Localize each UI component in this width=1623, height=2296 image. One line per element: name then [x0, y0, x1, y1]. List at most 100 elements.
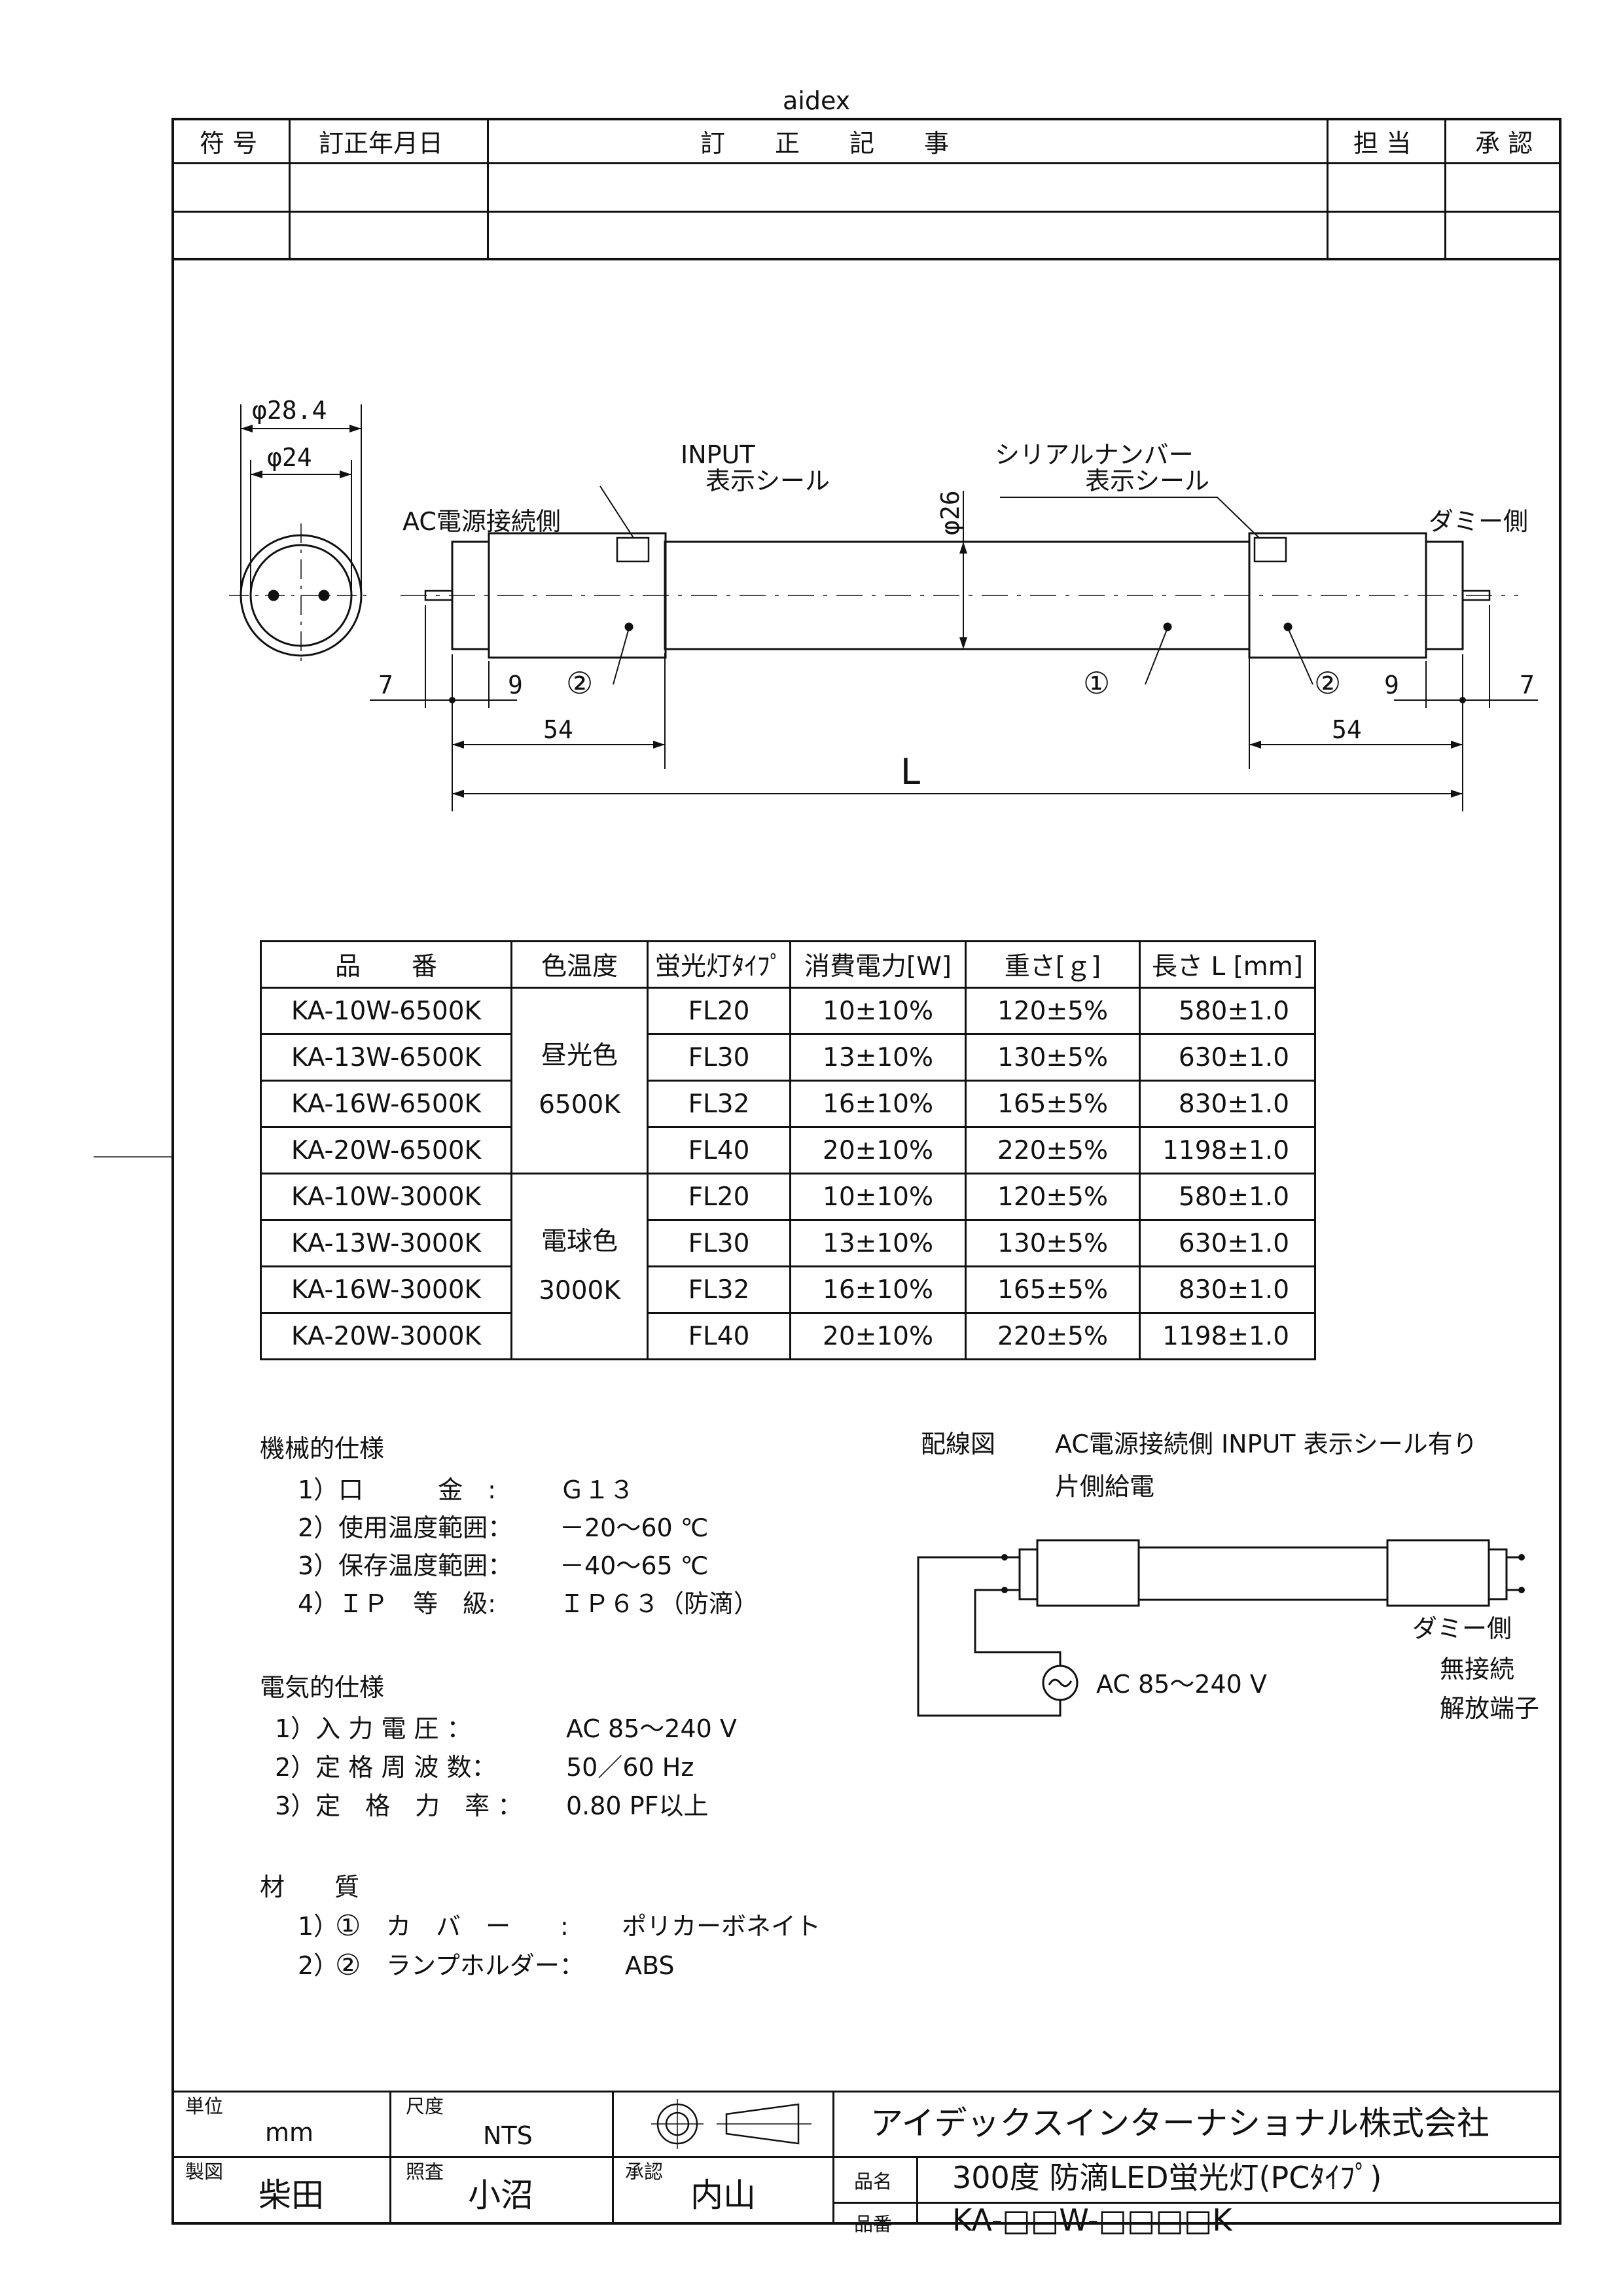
- color-name: 電球色: [541, 1227, 618, 1257]
- drawn-value: 柴田: [259, 2176, 324, 2214]
- elec-item-value: AC 85～240 V: [566, 1714, 737, 1743]
- dim-7-right: 7: [1520, 671, 1535, 699]
- serial-seal: [1253, 537, 1287, 563]
- cell-part-number: KA-10W-3000K: [260, 1173, 512, 1221]
- cell-length: 1198±1.0: [1139, 1126, 1317, 1174]
- label-ac-side: AC電源接続側: [402, 507, 561, 536]
- wiring-left-holder: [1036, 1539, 1140, 1607]
- wiring-note-2: 片側給電: [1055, 1472, 1155, 1501]
- th-color-temp: 色温度: [510, 940, 649, 989]
- mech-item-value: Ｇ１３: [560, 1475, 635, 1504]
- mech-item-label: 2）使用温度範囲：: [298, 1513, 513, 1542]
- label-serial-1: シリアルナンバー: [995, 440, 1194, 469]
- cell-lamp-type: FL20: [646, 987, 792, 1035]
- th-lamp-type: 蛍光灯ﾀｲﾌﾟ: [646, 940, 792, 989]
- mech-item-label: 3）保存温度範囲：: [298, 1551, 513, 1580]
- part-label-2-right: ②: [1314, 665, 1341, 701]
- dim-length-L: L: [901, 751, 920, 792]
- cell-part-number: KA-16W-3000K: [260, 1265, 512, 1314]
- material-value: ポリカーボネイト: [622, 1912, 821, 1941]
- cell-part-number: KA-13W-3000K: [260, 1219, 512, 1267]
- cell-weight: 220±5%: [965, 1312, 1141, 1360]
- unit-value: mm: [265, 2118, 314, 2147]
- electrical-title: 電気的仕様: [260, 1673, 385, 1702]
- dim-9-left: 9: [508, 671, 523, 699]
- material-circle: ②: [335, 1949, 361, 1982]
- cell-power: 16±10%: [789, 1265, 967, 1314]
- wiring-right-holder: [1386, 1539, 1490, 1607]
- material-title: 材 質: [260, 1873, 360, 1901]
- table-row: KA-16W-6500K FL32 16±10% 165±5% 830±1.0: [260, 1080, 1317, 1128]
- material-value: ABS: [625, 1951, 675, 1980]
- product-name-label: 品名: [854, 2170, 893, 2193]
- label-dummy-side: ダミー側: [1429, 507, 1528, 536]
- cell-weight: 120±5%: [965, 987, 1141, 1035]
- cell-power: 10±10%: [789, 987, 967, 1035]
- th-weight: 重さ[ｇ]: [965, 940, 1141, 989]
- elec-item-label: 3）定 格 力 率 ：: [275, 1792, 523, 1820]
- color-name: 昼光色: [541, 1041, 618, 1071]
- product-name-value: 300度 防滴LED蛍光灯(PCﾀｲﾌﾟ): [952, 2160, 1382, 2195]
- margin-mark: [94, 1156, 171, 1157]
- wiring-note-1: AC電源接続側 INPUT 表示シール有り: [1055, 1430, 1478, 1458]
- cell-color-temp-6500: 昼光色 6500K: [510, 987, 649, 1174]
- label-input-2: 表示シール: [705, 467, 830, 495]
- cell-part-number: KA-20W-6500K: [260, 1126, 512, 1174]
- dim-outer-diameter: φ28.4: [252, 396, 327, 425]
- mech-item-value: ＩＰ６３（防滴）: [560, 1589, 759, 1618]
- checked-label: 照査: [406, 2161, 444, 2183]
- table-row: KA-10W-6500K 昼光色 6500K FL20 10±10% 120±5…: [260, 987, 1317, 1174]
- mech-item-label: 4）ＩＰ 等 級:: [298, 1589, 496, 1618]
- material-num: 2）: [298, 1951, 339, 1980]
- cell-weight: 120±5%: [965, 1173, 1141, 1221]
- material-label: ランプホルダー：: [386, 1951, 584, 1980]
- cell-length: 1198±1.0: [1139, 1312, 1317, 1360]
- cell-length: 830±1.0: [1139, 1080, 1317, 1128]
- table-row: KA-10W-3000K 電球色 3000K FL20 10±10% 120±5…: [260, 1173, 1317, 1360]
- table-row: KA-16W-3000K FL32 16±10% 165±5% 830±1.0: [260, 1265, 1317, 1314]
- product-number-value: KA-□□W-□□□□K: [952, 2202, 1232, 2238]
- spec-table: 品 番 色温度 蛍光灯ﾀｲﾌﾟ 消費電力[W] 重さ[ｇ] 長さ L [mm] …: [260, 940, 1317, 1360]
- material-circle: ①: [335, 1909, 361, 1943]
- wiring-ac-label: AC 85～240 V: [1096, 1670, 1267, 1699]
- table-row: KA-20W-6500K FL40 20±10% 220±5% 1198±1.0: [260, 1126, 1317, 1174]
- part-label-1: ①: [1083, 665, 1110, 701]
- cell-lamp-type: FL40: [646, 1126, 792, 1174]
- cell-part-number: KA-16W-6500K: [260, 1080, 512, 1128]
- ac-source-icon: [1042, 1665, 1079, 1701]
- elec-item-label: 2）定 格 周 波 数：: [275, 1753, 497, 1782]
- scale-value: NTS: [483, 2121, 533, 2150]
- cell-power: 13±10%: [789, 1219, 967, 1267]
- rev-col-charge: 担 当: [1353, 129, 1412, 158]
- projection-symbol-icon: [651, 2099, 812, 2149]
- unit-label: 単位: [185, 2095, 224, 2117]
- cell-part-number: KA-20W-3000K: [260, 1312, 512, 1360]
- mech-item-value: －20～60 ℃: [560, 1513, 709, 1542]
- rev-col-description: 訂 正 記 事: [700, 129, 950, 158]
- cell-lamp-type: FL30: [646, 1219, 792, 1267]
- th-part-number: 品 番: [260, 940, 512, 989]
- approved-label: 承認: [625, 2161, 664, 2183]
- th-power: 消費電力[W]: [789, 940, 967, 989]
- checked-value: 小沼: [468, 2176, 533, 2214]
- dim-54-left: 54: [543, 715, 573, 744]
- table-row: KA-13W-6500K FL30 13±10% 130±5% 630±1.0: [260, 1033, 1317, 1082]
- mech-item-label: 1）口 金 :: [298, 1475, 496, 1504]
- cell-weight: 165±5%: [965, 1080, 1141, 1128]
- brand-label: aidex: [783, 86, 851, 115]
- cell-weight: 130±5%: [965, 1219, 1141, 1267]
- cell-length: 580±1.0: [1139, 1173, 1317, 1221]
- wiring-dummy-1: ダミー側: [1412, 1614, 1512, 1643]
- wiring-tube: [1137, 1546, 1389, 1601]
- elec-item-value: 50／60 Hz: [566, 1753, 694, 1782]
- cell-weight: 130±5%: [965, 1033, 1141, 1082]
- dim-7-left: 7: [378, 671, 393, 699]
- dim-tube-diameter: φ26: [936, 490, 965, 535]
- elec-item-value: 0.80 PF以上: [566, 1792, 709, 1820]
- cell-part-number: KA-10W-6500K: [260, 987, 512, 1035]
- color-kelvin: 3000K: [539, 1275, 620, 1305]
- th-length: 長さ L [mm]: [1139, 940, 1317, 989]
- rev-col-date: 訂正年月日: [319, 129, 444, 158]
- cell-length: 630±1.0: [1139, 1219, 1317, 1267]
- approved-value: 内山: [690, 2176, 756, 2214]
